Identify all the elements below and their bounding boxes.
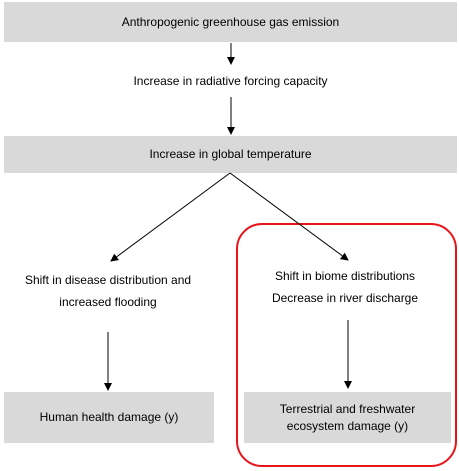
human-health-damage-label: Human health damage (y) — [39, 410, 179, 424]
disease-label: Shift in disease distribution and increa… — [6, 269, 210, 313]
temperature-label: Increase in global temperature — [149, 147, 312, 161]
ecosystem-damage-box: Terrestrial and freshwater ecosystem dam… — [244, 392, 451, 443]
emission-label: Anthropogenic greenhouse gas emission — [121, 14, 340, 29]
biome-label-line-2: Decrease in river discharge — [271, 291, 419, 305]
ecosystem-damage-line-1: Terrestrial and freshwater — [279, 401, 416, 416]
temperature-box: Increase in global temperature — [4, 136, 457, 173]
highlight-outline — [236, 223, 457, 467]
ecosystem-damage-line-2: ecosystem damage (y) — [286, 418, 409, 433]
forcing-label: Increase in radiative forcing capacity — [133, 74, 328, 88]
disease-label-line-1: Shift in disease distribution and — [24, 273, 192, 287]
ecosystem-damage-label: Terrestrial and freshwater ecosystem dam… — [280, 401, 415, 435]
biome-label-line-1: Shift in biome distributions — [274, 269, 416, 283]
emission-box: Anthropogenic greenhouse gas emission — [4, 2, 457, 42]
arrow-temperature-to-biome — [229, 172, 349, 261]
disease-label-line-2: increased flooding — [59, 295, 157, 309]
biome-label: Shift in biome distributions Decrease in… — [240, 265, 450, 309]
arrow-temperature-to-disease — [110, 172, 231, 262]
human-health-damage-box: Human health damage (y) — [4, 392, 214, 443]
